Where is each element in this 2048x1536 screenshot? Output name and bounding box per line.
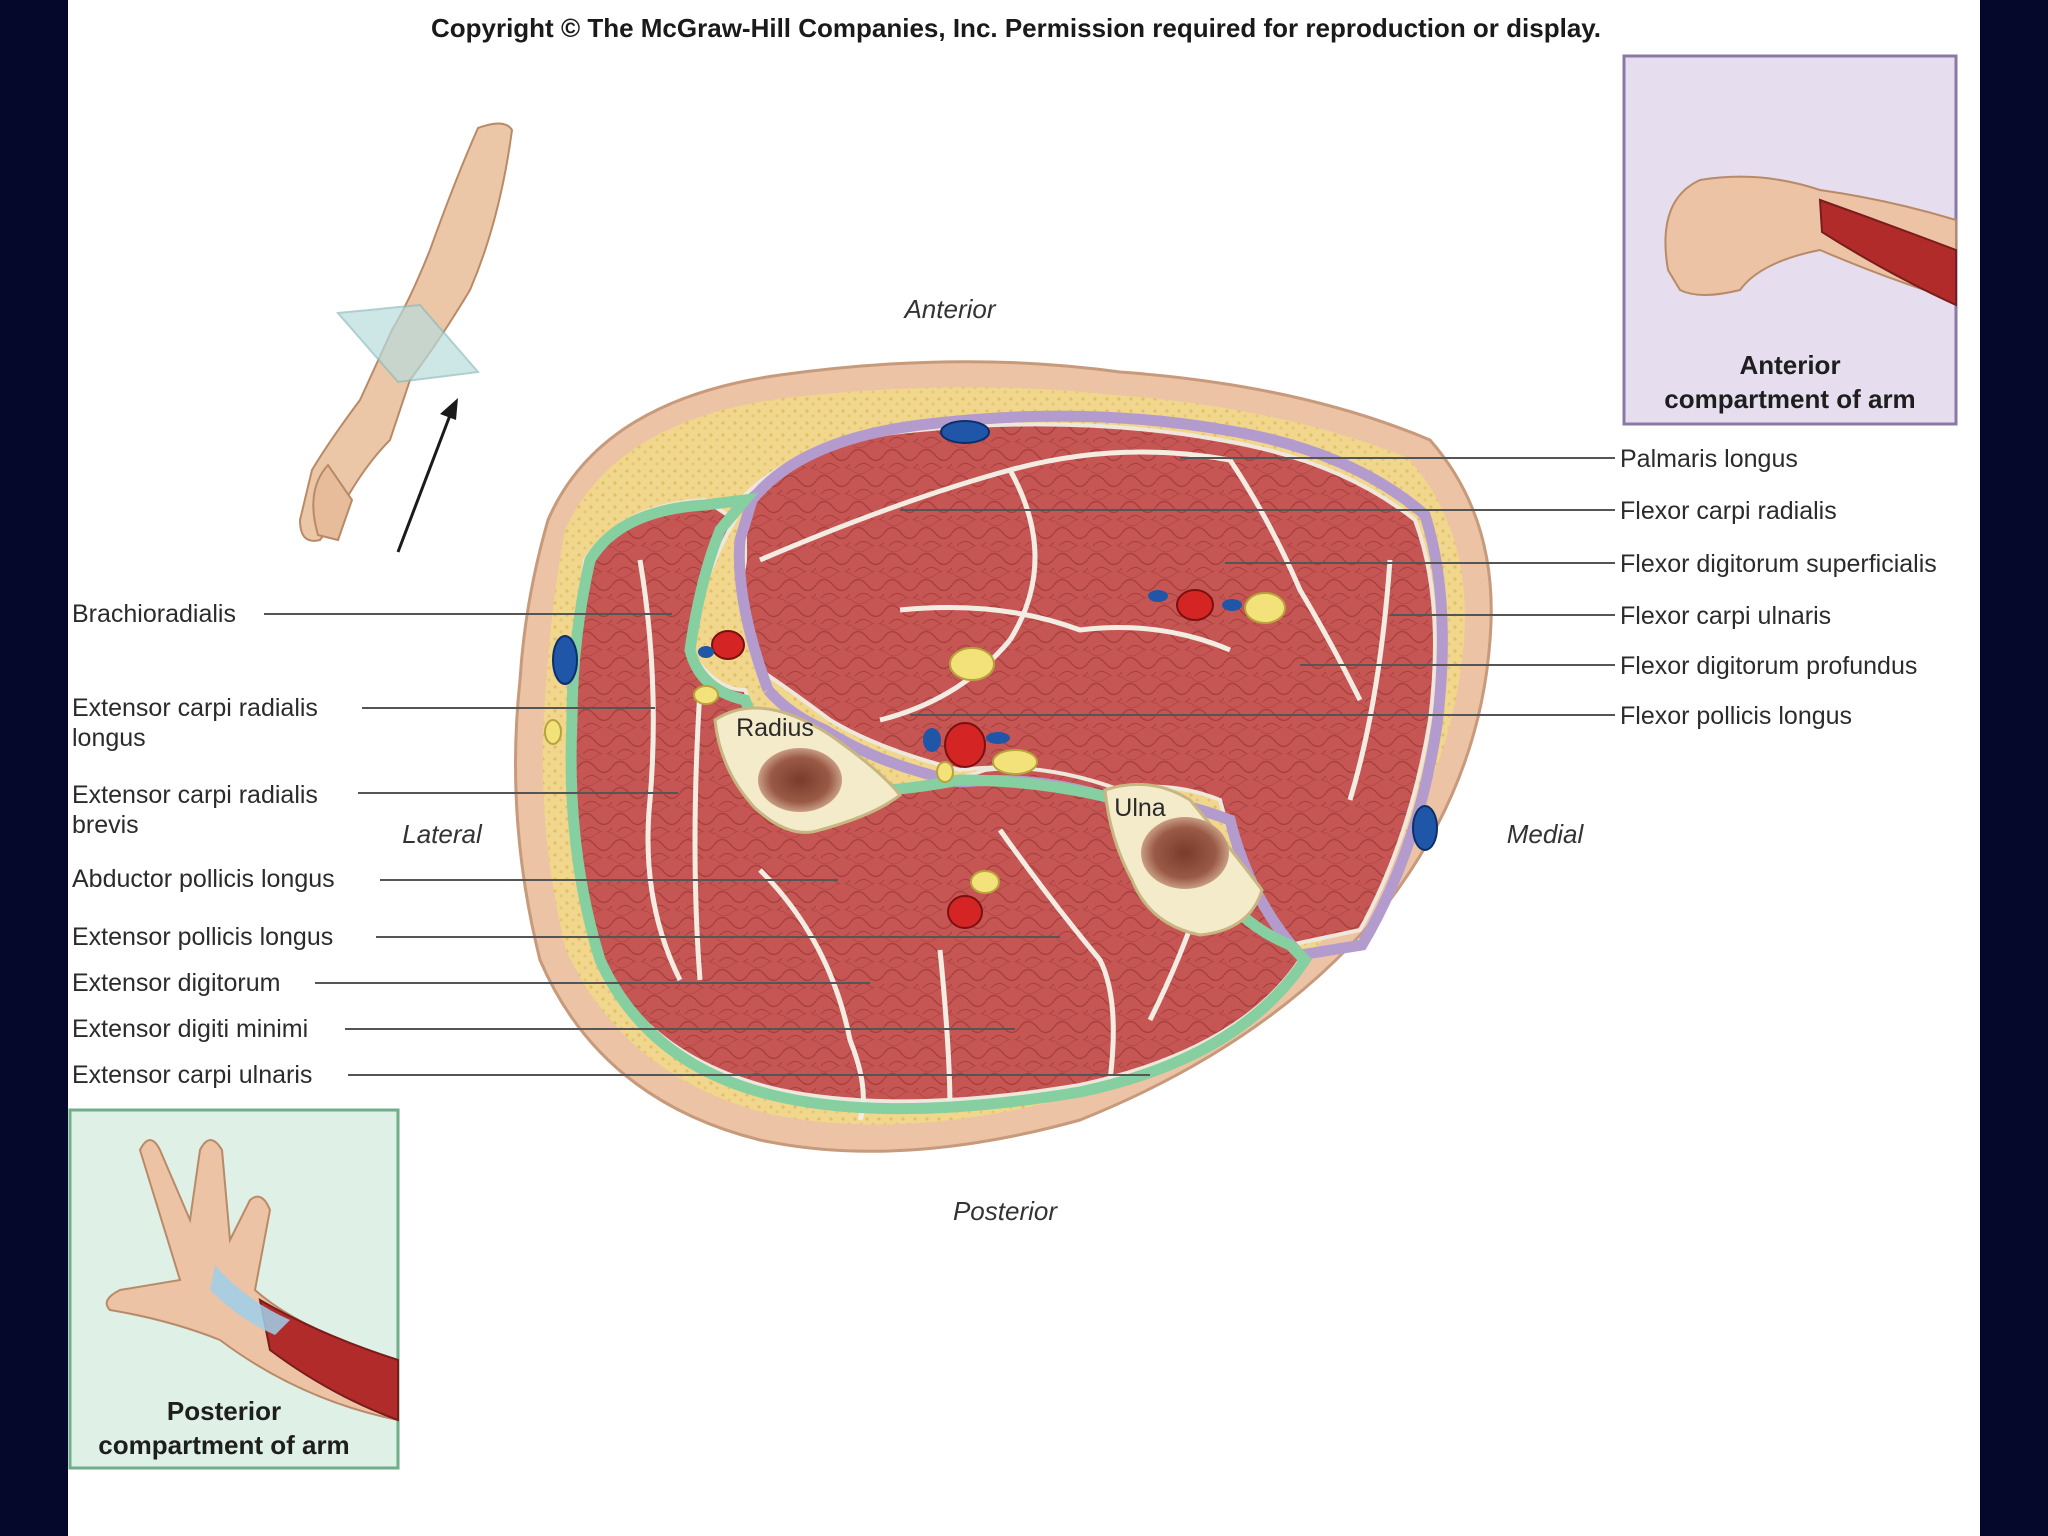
- label-flexor-carpi-radialis: Flexor carpi radialis: [1620, 497, 1837, 525]
- medial-direction-label: Medial: [1507, 819, 1585, 849]
- label-abductor-pollicis-longus: Abductor pollicis longus: [72, 865, 335, 893]
- label-flexor-pollicis-longus: Flexor pollicis longus: [1620, 702, 1852, 730]
- ulna-marrow: [1141, 817, 1229, 889]
- anterior-inset-title-line2: compartment of arm: [1664, 384, 1915, 414]
- median-nerve-group: [949, 647, 995, 681]
- ulnar-artery: [1176, 589, 1214, 621]
- radial-artery: [711, 630, 745, 660]
- radius-label: Radius: [736, 714, 814, 742]
- label-extensor-pollicis-longus: Extensor pollicis longus: [72, 923, 333, 951]
- orientation-arm-illustration: [298, 122, 514, 553]
- copyright-notice: Copyright © The McGraw-Hill Companies, I…: [431, 13, 1601, 43]
- posterior-tendon-highlight: [210, 1265, 290, 1335]
- label-flexor-carpi-ulnaris: Flexor carpi ulnaris: [1620, 602, 1831, 630]
- anterior-compartment-inset: Anterior compartment of arm: [1622, 54, 1958, 426]
- anterior-interosseous-artery: [944, 722, 986, 768]
- label-brachioradialis: Brachioradialis: [72, 600, 236, 628]
- right-label-group: Palmaris longus Flexor carpi radialis Fl…: [900, 445, 1937, 730]
- anterior-muscle-highlight: [1818, 198, 1957, 307]
- posterior-inset-title-line2: compartment of arm: [98, 1430, 349, 1460]
- ulnar-nerve: [1244, 592, 1286, 624]
- label-extensor-carpi-ulnaris: Extensor carpi ulnaris: [72, 1061, 312, 1089]
- fascial-septa: [637, 449, 1393, 1121]
- anterior-direction-label: Anterior: [902, 294, 996, 324]
- posterior-interosseous-bundle: [947, 870, 1000, 929]
- label-extensor-digiti-minimi: Extensor digiti minimi: [72, 1015, 308, 1043]
- label-palmaris-longus: Palmaris longus: [1620, 445, 1798, 473]
- label-ecrl-line2: longus: [72, 724, 146, 752]
- label-ecrb-line2: brevis: [72, 811, 139, 839]
- label-ecrl-line1: Extensor carpi radialis: [72, 694, 318, 722]
- anterior-inset-title-line1: Anterior: [1739, 350, 1840, 380]
- ulna-label: Ulna: [1114, 794, 1166, 822]
- anterior-muscle-mass: [740, 422, 1437, 948]
- view-direction-arrow: [396, 409, 454, 553]
- label-flexor-digitorum-profundus: Flexor digitorum profundus: [1620, 652, 1917, 680]
- posterior-interosseous-artery: [947, 895, 983, 929]
- neurovascular-bundle-radial: [693, 630, 745, 705]
- posterior-direction-label: Posterior: [953, 1196, 1058, 1226]
- basilic-vein: [1412, 805, 1438, 851]
- label-extensor-digitorum: Extensor digitorum: [72, 969, 280, 997]
- posterior-inset-title-line1: Posterior: [167, 1396, 281, 1426]
- median-nerve: [949, 647, 995, 681]
- superficial-radial-nerve: [693, 685, 719, 705]
- posterior-compartment-inset: Posterior compartment of arm: [68, 1108, 400, 1470]
- radius-marrow: [758, 748, 842, 812]
- forearm-cross-section: Radius Ulna: [514, 360, 1493, 1153]
- neurovascular-bundle-ulnar: [1148, 589, 1286, 624]
- posterior-muscle-highlight: [258, 1298, 399, 1422]
- left-label-group: Brachioradialis Extensor carpi radialis …: [72, 600, 1150, 1089]
- superficial-vein-anterior: [940, 420, 990, 444]
- anterior-interosseous-bundle: [923, 722, 1038, 783]
- cephalic-vein: [552, 635, 578, 685]
- label-ecrb-line1: Extensor carpi radialis: [72, 781, 318, 809]
- lateral-direction-label: Lateral: [402, 819, 483, 849]
- label-flexor-digitorum-superficialis: Flexor digitorum superficialis: [1620, 550, 1937, 578]
